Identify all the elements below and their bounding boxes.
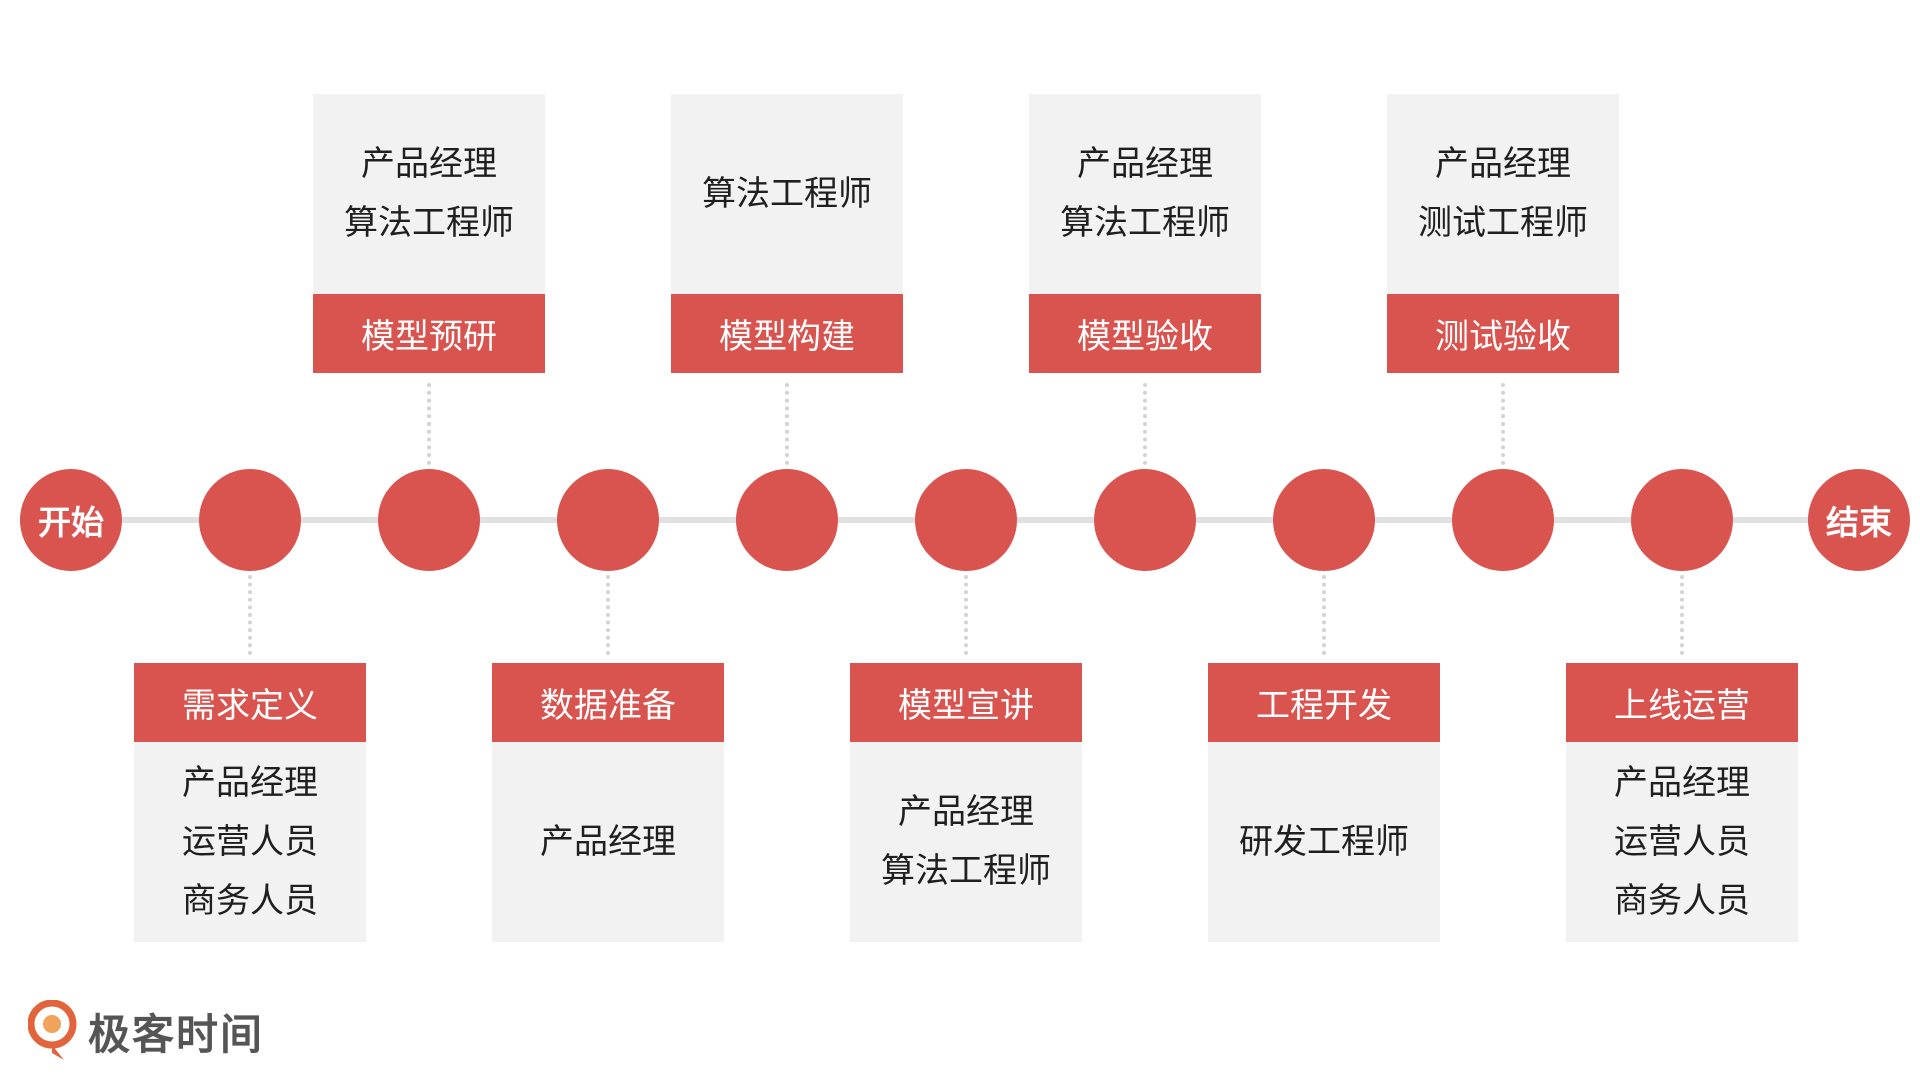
stage-card: 模型宣讲产品经理算法工程师 [850, 663, 1082, 942]
stage-roles: 算法工程师 [671, 94, 903, 294]
role-item: 算法工程师 [702, 173, 872, 214]
role-item: 产品经理 [898, 792, 1034, 832]
stage-connector [427, 383, 431, 465]
stage-node [1273, 469, 1375, 571]
role-item: 研发工程师 [1239, 821, 1409, 862]
start-label: 开始 [38, 503, 104, 542]
stage-card: 产品经理算法工程师模型预研 [313, 94, 545, 373]
stage-node [199, 469, 301, 571]
stage-roles: 产品经理运营人员商务人员 [1566, 742, 1798, 942]
role-item: 产品经理 [1077, 144, 1213, 184]
stage-roles: 产品经理运营人员商务人员 [134, 742, 366, 942]
end-node: 结束 [1808, 469, 1910, 571]
stage-node [1094, 469, 1196, 571]
stage-connector [785, 383, 789, 465]
stage-roles: 产品经理算法工程师 [1029, 94, 1261, 294]
role-item: 产品经理 [1614, 762, 1750, 803]
role-item: 测试工程师 [1418, 203, 1588, 243]
stage-label: 模型预研 [313, 294, 545, 373]
start-node: 开始 [20, 469, 122, 571]
stage-card: 数据准备产品经理 [492, 663, 724, 942]
end-label: 结束 [1826, 503, 1892, 542]
stage-label: 上线运营 [1566, 663, 1798, 742]
brand-logo: 极客时间 [28, 1000, 264, 1062]
stage-card: 需求定义产品经理运营人员商务人员 [134, 663, 366, 942]
stage-roles: 产品经理算法工程师 [850, 742, 1082, 942]
stage-card: 产品经理算法工程师模型验收 [1029, 94, 1261, 373]
role-item: 商务人员 [1614, 880, 1750, 921]
role-item: 算法工程师 [881, 851, 1051, 891]
stage-node [915, 469, 1017, 571]
stage-connector [606, 575, 610, 655]
role-item: 产品经理 [182, 762, 318, 803]
stage-label: 模型构建 [671, 294, 903, 373]
stage-label: 模型宣讲 [850, 663, 1082, 742]
stage-card: 工程开发研发工程师 [1208, 663, 1440, 942]
role-item: 运营人员 [1614, 821, 1750, 862]
role-item: 产品经理 [361, 144, 497, 184]
geektime-logo-icon [28, 1000, 77, 1060]
stage-node [1452, 469, 1554, 571]
logo-text: 极客时间 [88, 1009, 265, 1059]
stage-card: 产品经理测试工程师测试验收 [1387, 94, 1619, 373]
stage-label: 数据准备 [492, 663, 724, 742]
stage-label: 需求定义 [134, 663, 366, 742]
stage-connector [248, 575, 252, 655]
role-item: 商务人员 [182, 880, 318, 921]
role-item: 产品经理 [540, 821, 676, 862]
stage-node [378, 469, 480, 571]
role-item: 算法工程师 [1060, 203, 1230, 243]
stage-card: 上线运营产品经理运营人员商务人员 [1566, 663, 1798, 942]
role-item: 运营人员 [182, 821, 318, 862]
stage-connector [1501, 383, 1505, 465]
stage-connector [964, 575, 968, 655]
stage-connector [1322, 575, 1326, 655]
role-item: 算法工程师 [344, 203, 514, 243]
stage-node [557, 469, 659, 571]
stage-roles: 产品经理 [492, 742, 724, 942]
stage-roles: 产品经理测试工程师 [1387, 94, 1619, 294]
stage-roles: 产品经理算法工程师 [313, 94, 545, 294]
stage-node [1631, 469, 1733, 571]
stage-roles: 研发工程师 [1208, 742, 1440, 942]
stage-connector [1143, 383, 1147, 465]
stage-label: 模型验收 [1029, 294, 1261, 373]
stage-node [736, 469, 838, 571]
role-item: 产品经理 [1435, 144, 1571, 184]
stage-card: 算法工程师模型构建 [671, 94, 903, 373]
stage-connector [1680, 575, 1684, 655]
stage-label: 工程开发 [1208, 663, 1440, 742]
stage-label: 测试验收 [1387, 294, 1619, 373]
